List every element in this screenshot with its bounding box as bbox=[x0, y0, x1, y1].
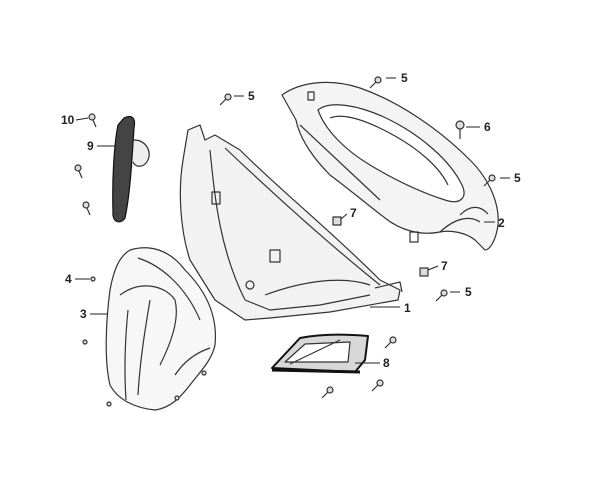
callout-4: 4 bbox=[65, 272, 72, 286]
callout-3: 3 bbox=[80, 307, 87, 321]
callout-5b: 5 bbox=[401, 71, 408, 85]
callout-7a: 7 bbox=[350, 206, 357, 220]
part-2-handlebar-cover[interactable] bbox=[281, 81, 499, 251]
callout-5c: 5 bbox=[514, 171, 521, 185]
callout-6: 6 bbox=[484, 120, 491, 134]
callout-10: 10 bbox=[61, 113, 75, 127]
callout-5d: 5 bbox=[465, 285, 472, 299]
callout-2: 2 bbox=[498, 216, 505, 230]
callout-7b: 7 bbox=[441, 259, 448, 273]
leader-lines bbox=[75, 77, 510, 364]
callout-9: 9 bbox=[87, 139, 94, 153]
screw-icons bbox=[74, 76, 496, 407]
callout-8: 8 bbox=[383, 356, 390, 370]
part-8-front-lamp[interactable] bbox=[271, 333, 369, 374]
part-1-inner-cover[interactable] bbox=[179, 124, 403, 321]
part-9-side-lamp[interactable] bbox=[112, 115, 150, 223]
callout-1: 1 bbox=[404, 301, 411, 315]
callout-5a: 5 bbox=[248, 89, 255, 103]
